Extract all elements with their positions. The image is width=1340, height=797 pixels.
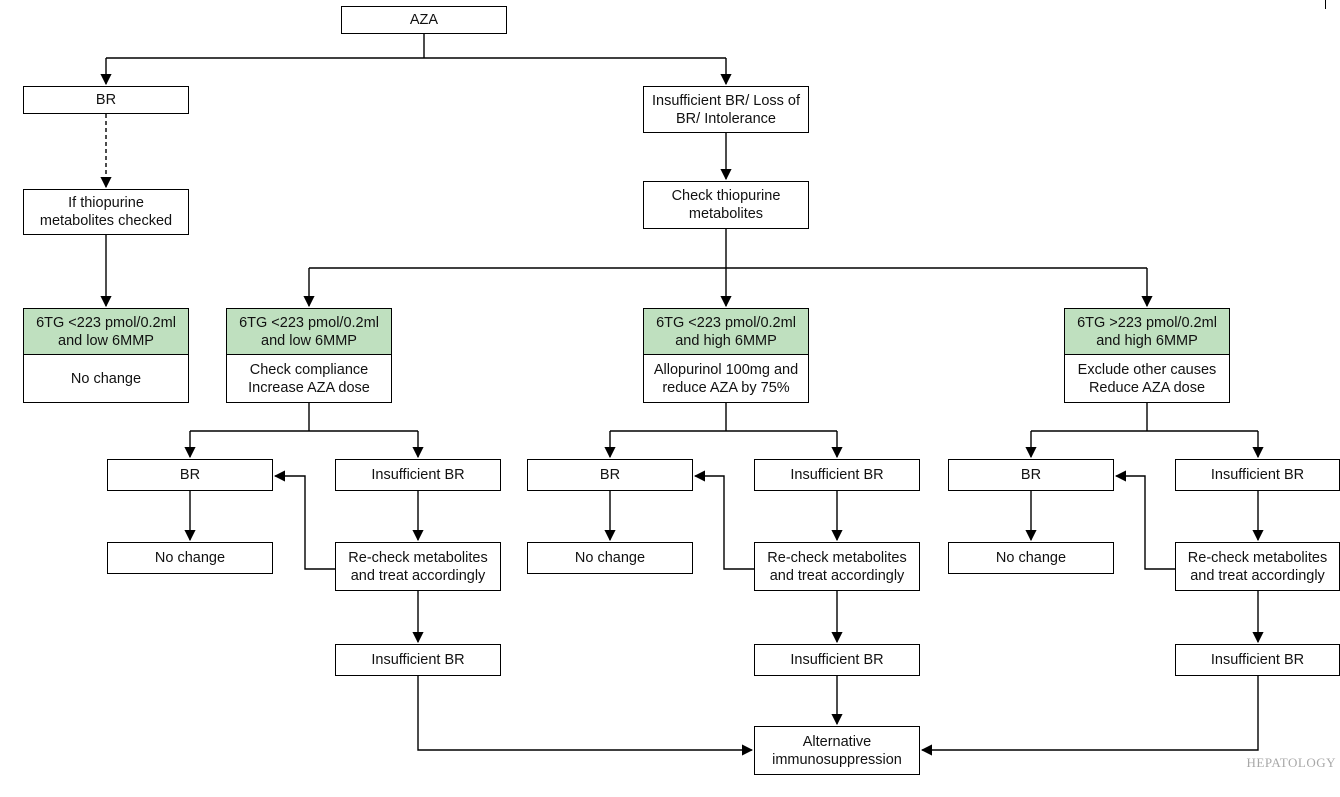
check-metabolites-box: Check thiopurine metabolites	[643, 181, 809, 229]
col3-action: Exclude other causes Reduce AZA dose	[1064, 354, 1230, 403]
alternative-immunosuppression-box: Alternative immunosuppression	[754, 726, 920, 775]
col2-action: Allopurinol 100mg and reduce AZA by 75%	[643, 354, 809, 403]
col1-insufficient-br-2: Insufficient BR	[335, 644, 501, 676]
col1-action: Check compliance Increase AZA dose	[226, 354, 392, 403]
col2-no-change: No change	[527, 542, 693, 574]
col1-insufficient-br: Insufficient BR	[335, 459, 501, 491]
col2-header: 6TG <223 pmol/0.2ml and high 6MMP	[643, 308, 809, 355]
col2-br: BR	[527, 459, 693, 491]
insufficient-br-intolerance-box: Insufficient BR/ Loss of BR/ Intolerance	[643, 86, 809, 133]
corner-tick	[1325, 0, 1326, 9]
col3-br: BR	[948, 459, 1114, 491]
col3-recheck: Re-check metabolites and treat according…	[1175, 542, 1340, 591]
col3-header: 6TG >223 pmol/0.2ml and high 6MMP	[1064, 308, 1230, 355]
col2-insufficient-br-2: Insufficient BR	[754, 644, 920, 676]
col3-insufficient-br-2: Insufficient BR	[1175, 644, 1340, 676]
col1-no-change: No change	[107, 542, 273, 574]
col2-arrow-recheck-to-br	[693, 470, 754, 570]
col2-insufficient-br: Insufficient BR	[754, 459, 920, 491]
journal-watermark: HEPATOLOGY	[1246, 755, 1336, 770]
col2-recheck: Re-check metabolites and treat according…	[754, 542, 920, 591]
aza-box: AZA	[341, 6, 507, 34]
col1-recheck: Re-check metabolites and treat according…	[335, 542, 501, 591]
col1-br: BR	[107, 459, 273, 491]
col3-no-change: No change	[948, 542, 1114, 574]
col1-header: 6TG <223 pmol/0.2ml and low 6MMP	[226, 308, 392, 355]
if-metabolites-checked-box: If thiopurine metabolites checked	[23, 189, 189, 235]
left-result-action: No change	[23, 354, 189, 403]
left-result-header: 6TG <223 pmol/0.2ml and low 6MMP	[23, 308, 189, 355]
arrow-col1-to-final	[417, 676, 754, 756]
col1-arrow-recheck-to-br	[273, 470, 335, 570]
br-box-left: BR	[23, 86, 189, 114]
col3-insufficient-br: Insufficient BR	[1175, 459, 1340, 491]
arrow-col3-to-final	[920, 676, 1259, 756]
col3-arrow-recheck-to-br	[1114, 470, 1175, 570]
